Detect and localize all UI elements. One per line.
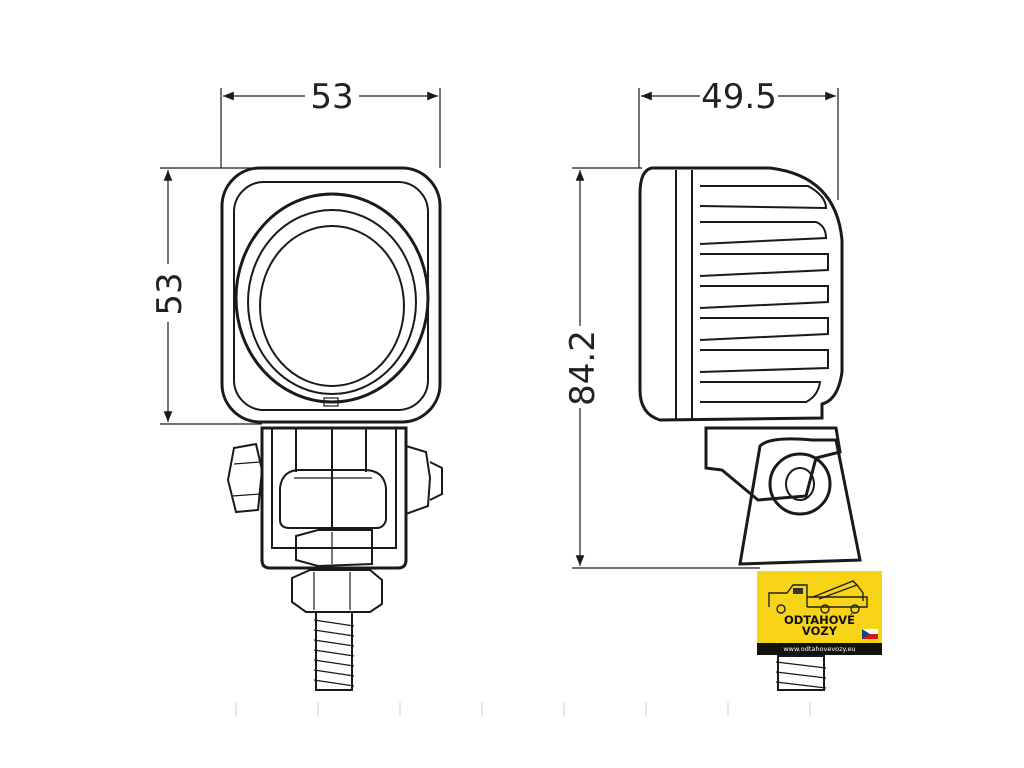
- total-height-dimension: 84.2: [562, 167, 760, 569]
- total-height-label: 84.2: [563, 330, 603, 406]
- tow-truck-icon: [768, 580, 868, 614]
- logo-url[interactable]: www.odtahovevozy.eu: [757, 643, 882, 655]
- side-bolt-thread: [775, 655, 827, 691]
- bottom-tick-marks: [235, 702, 811, 716]
- front-height-dimension: 53: [150, 167, 262, 425]
- logo-wordmark: ODTAHOVÉ VOZY: [757, 613, 882, 638]
- side-pivot-nut: [768, 452, 832, 516]
- housing-inner-bezel: [233, 181, 429, 411]
- logo-line-1: ODTAHOVÉ: [783, 613, 856, 627]
- side-bracket: [704, 426, 862, 566]
- side-depth-dimension: 49.5: [638, 77, 839, 200]
- lens-middle-ring: [247, 209, 417, 395]
- lens-tab: [323, 397, 339, 407]
- lens-outer-ring: [234, 192, 430, 404]
- czech-flag-icon: [862, 629, 878, 639]
- front-width-dimension: 53: [220, 77, 441, 168]
- cooling-fins: [699, 185, 829, 403]
- side-depth-label: 49.5: [701, 77, 777, 117]
- bottom-upper-nut: [295, 529, 373, 568]
- side-view: 49.5 84.2: [562, 77, 862, 691]
- front-height-label: 53: [150, 272, 190, 315]
- left-nut: [226, 442, 264, 514]
- bottom-lower-nut: [291, 569, 383, 613]
- right-nut: [405, 444, 432, 516]
- housing-outline: [220, 166, 442, 424]
- side-pivot-bolt: [785, 467, 815, 501]
- front-bolt-thread: [313, 611, 355, 691]
- front-view: 53 53: [150, 77, 443, 691]
- side-housing-outline: [638, 166, 844, 422]
- front-width-label: 53: [310, 77, 353, 117]
- logo-line-2: VOZY: [801, 624, 838, 638]
- front-bracket: [226, 426, 443, 613]
- company-logo: ODTAHOVÉ VOZY www.odtahovevozy.eu: [757, 571, 882, 655]
- lens-inner-ring: [259, 225, 405, 387]
